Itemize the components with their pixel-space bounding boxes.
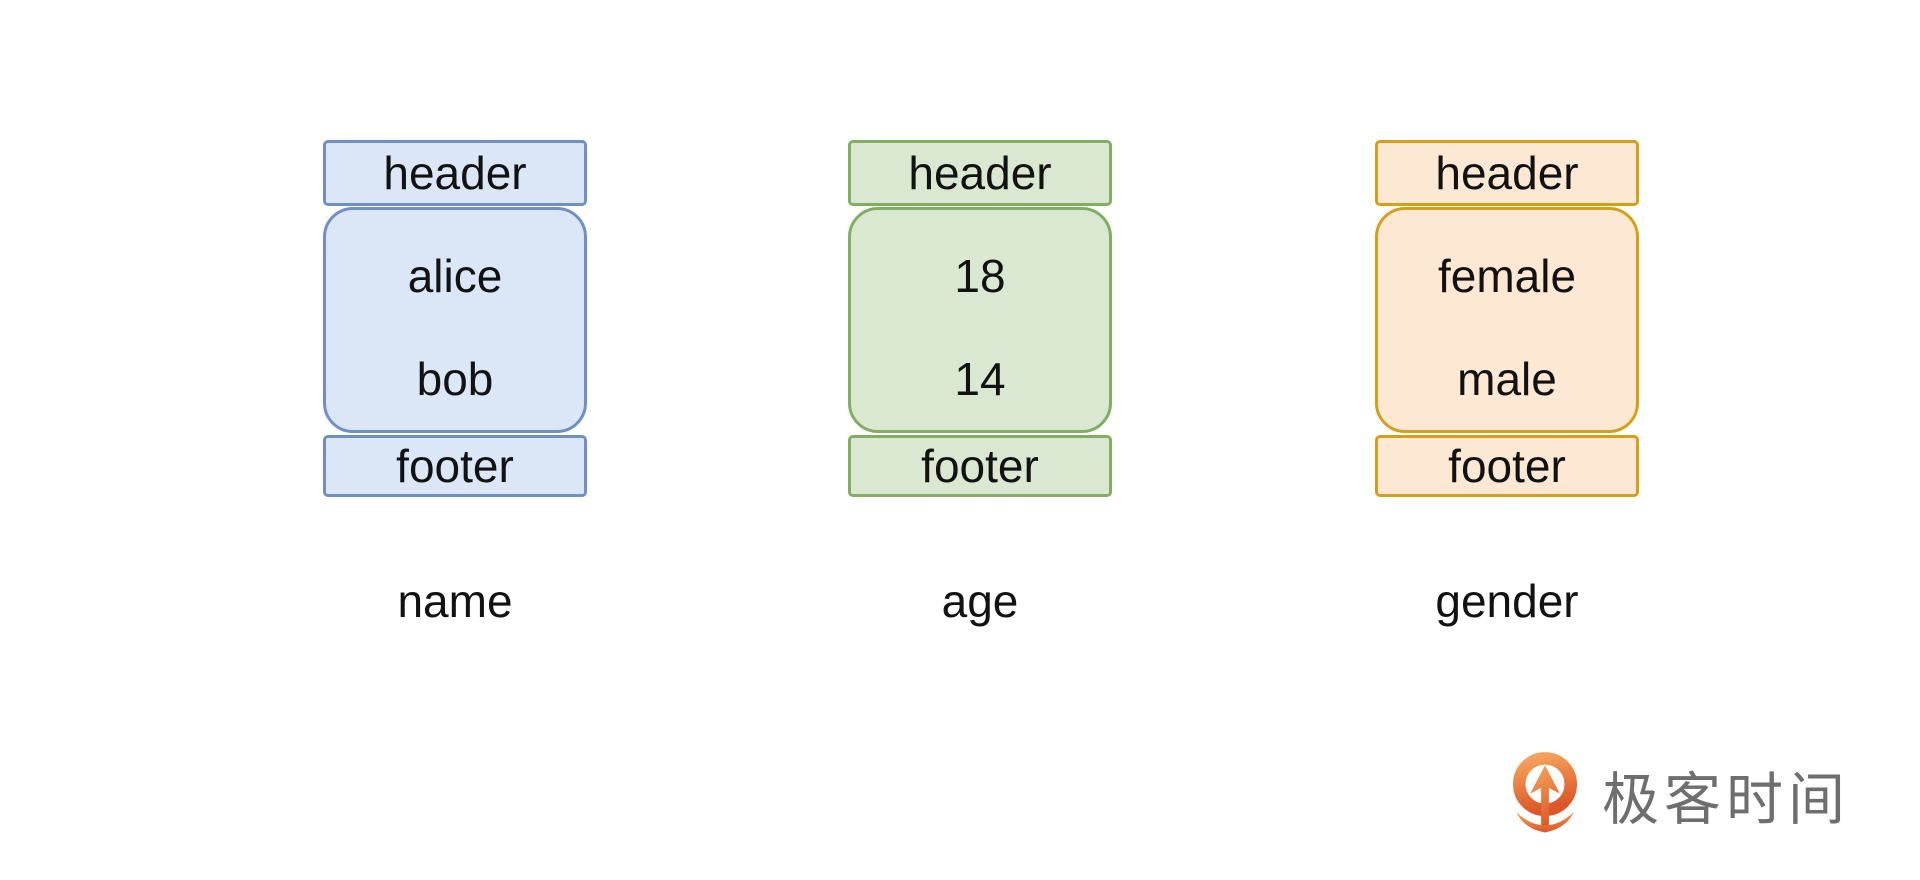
value-text: 14 [954, 352, 1006, 405]
geektime-logo: 极客时间 [1506, 746, 1850, 844]
value-cell: bob [326, 327, 584, 430]
column-label: gender [1435, 575, 1579, 627]
values-box: female male [1375, 207, 1639, 433]
footer-box: footer [848, 435, 1112, 497]
value-cell: female [1378, 224, 1636, 327]
header-box: header [1375, 140, 1639, 206]
column-age: header 18 14 footer age [848, 140, 1112, 629]
header-box: header [323, 140, 587, 206]
header-label: header [383, 147, 527, 199]
footer-label: footer [921, 440, 1039, 492]
footer-box: footer [1375, 435, 1639, 497]
header-box: header [848, 140, 1112, 206]
values-box: alice bob [323, 207, 587, 433]
value-text: male [1457, 352, 1557, 405]
geektime-logo-icon [1513, 752, 1577, 833]
value-text: female [1437, 249, 1577, 302]
value-text: alice [407, 249, 503, 302]
value-cell: alice [326, 224, 584, 327]
value-text: 18 [954, 249, 1006, 302]
value-cell: 14 [851, 327, 1109, 430]
footer-label: footer [1448, 440, 1566, 492]
geektime-logo-text: 极客时间 [1602, 768, 1850, 832]
column-name: header alice bob footer name [323, 140, 587, 629]
column-gender: header female male footer gender [1375, 140, 1639, 629]
footer-box: footer [323, 435, 587, 497]
footer-label: footer [396, 440, 514, 492]
value-text: bob [416, 352, 494, 405]
values-box: 18 14 [848, 207, 1112, 433]
column-label: name [397, 575, 513, 627]
value-cell: male [1378, 327, 1636, 430]
value-cell: 18 [851, 224, 1109, 327]
header-label: header [908, 147, 1052, 199]
column-label: age [941, 575, 1019, 627]
header-label: header [1435, 147, 1579, 199]
